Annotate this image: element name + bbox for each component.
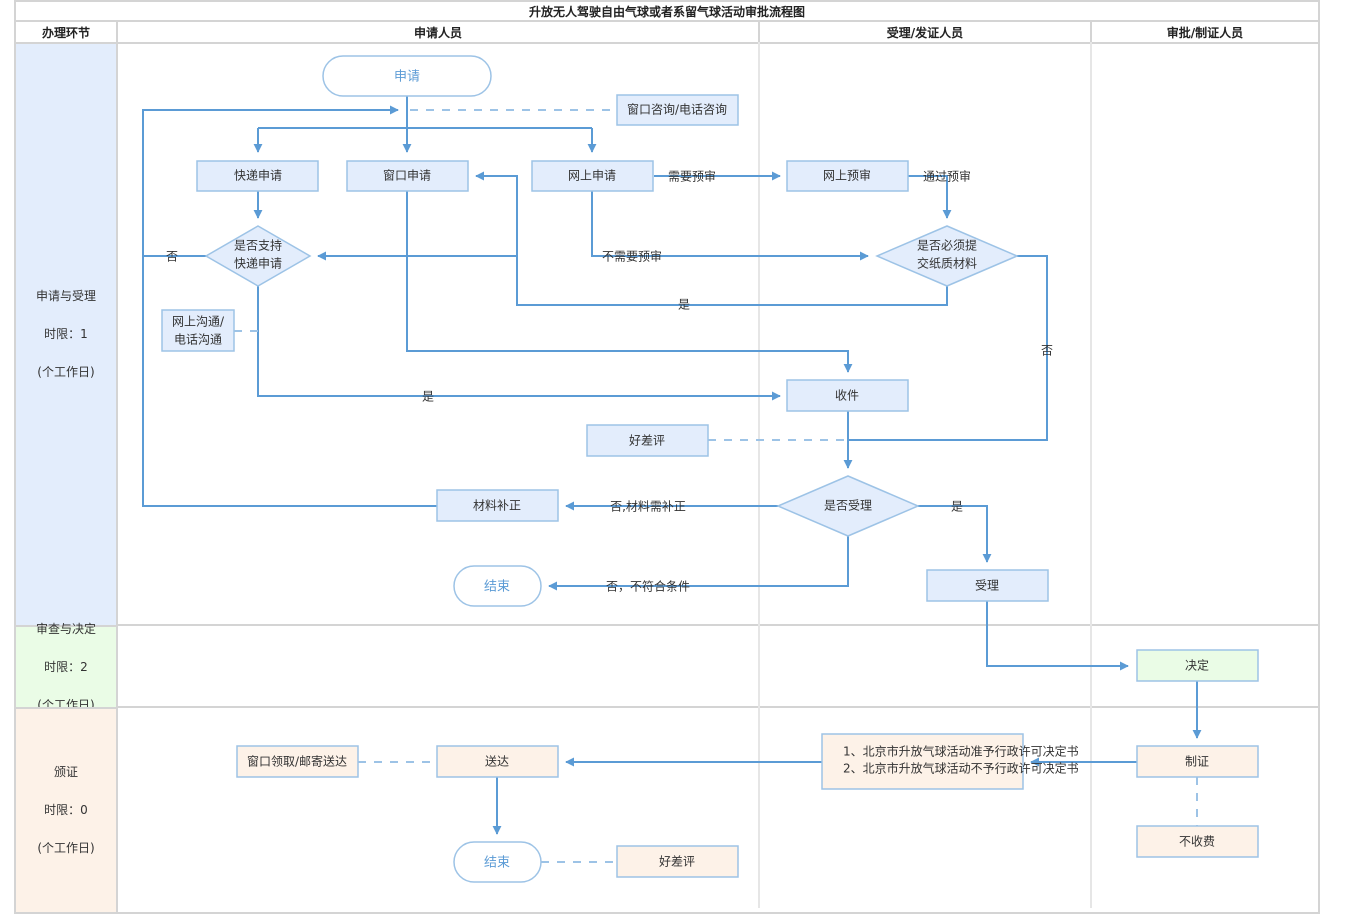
edge-label-supplement: 否,材料需补正 <box>610 500 686 514</box>
node-documents <box>821 733 1024 790</box>
node-accept <box>926 569 1049 602</box>
edge-label-paper-no: 否 <box>1041 344 1053 358</box>
node-rating2 <box>616 845 739 878</box>
node-deliver <box>436 745 559 778</box>
express-apply-label: 快递申请 <box>234 169 282 183</box>
edge-label-accept-yes: 是 <box>951 500 963 514</box>
node-supplement <box>436 489 559 522</box>
supplement-label: 材料补正 <box>473 499 521 513</box>
online-comm-line2: 电话沟通 <box>174 333 222 347</box>
window-apply-label: 窗口申请 <box>383 169 431 183</box>
edge-loopback <box>142 105 437 507</box>
express-supported-line2: 快递申请 <box>234 257 282 271</box>
lane-divider <box>116 706 1320 708</box>
stage-unit: (个工作日) <box>37 365 95 379</box>
receive-label: 收件 <box>835 389 859 403</box>
end-terminal-2 <box>453 841 542 883</box>
paper-required-line1: 是否必须提 <box>917 238 977 253</box>
decision-express-supported <box>204 225 312 287</box>
online-apply-label: 网上申请 <box>568 169 616 183</box>
online-precheck-label: 网上预审 <box>823 168 871 183</box>
node-express-apply <box>196 160 319 192</box>
node-decide <box>1136 649 1259 682</box>
make-cert-label: 制证 <box>1185 755 1209 769</box>
no-fee-label: 不收费 <box>1179 835 1215 849</box>
edge-accept-yes <box>918 505 992 563</box>
edge-window-to-receive <box>406 191 853 373</box>
edge-accept-to-decide <box>986 601 1129 671</box>
node-online-precheck <box>786 160 909 192</box>
lane-body-border <box>116 42 1320 914</box>
edge-label-express-yes: 是 <box>422 390 434 404</box>
edge-label-reject: 否，不符合条件 <box>606 579 690 594</box>
deliver-label: 送达 <box>485 754 509 769</box>
node-pickup <box>236 745 359 778</box>
stage-label-issue: 颁证 时限：0 (个工作日) <box>14 707 118 914</box>
node-window-apply <box>346 160 469 192</box>
pickup-label: 窗口领取/邮寄送达 <box>247 754 347 769</box>
node-consult <box>616 94 739 126</box>
start-label: 申请 <box>394 70 420 85</box>
paper-required-line2: 交纸质材料 <box>917 256 977 271</box>
node-rating1 <box>586 424 709 457</box>
rating1-label: 好差评 <box>629 434 665 448</box>
node-receive <box>786 379 909 412</box>
edge-label-no-precheck: 不需要预审 <box>602 249 662 264</box>
edge-paper-no <box>848 255 1048 441</box>
edge-precheck-to-paper <box>908 175 952 219</box>
node-online-comm <box>161 309 235 352</box>
stage-unit: (个工作日) <box>37 841 95 855</box>
stage-label-apply: 申请与受理 时限：1 (个工作日) <box>14 42 118 627</box>
lane-divider <box>116 624 1320 626</box>
decision-accept <box>776 475 920 537</box>
edge-label-pass-precheck: 通过预审 <box>923 169 971 184</box>
edge-online-no-precheck <box>591 191 869 261</box>
node-make-cert <box>1136 745 1259 778</box>
rating2-label: 好差评 <box>659 855 695 869</box>
end1-label: 结束 <box>484 580 510 595</box>
column-header-applicant: 申请人员 <box>116 20 760 44</box>
consult-label: 窗口咨询/电话咨询 <box>627 102 727 117</box>
stage-name: 颁证 <box>53 765 78 779</box>
stage-name: 审查与决定 <box>35 621 96 636</box>
accept-label: 受理 <box>975 579 999 593</box>
decision-paper-required <box>875 225 1019 287</box>
decide-label: 决定 <box>1185 658 1209 673</box>
edge-label-need-precheck: 需要预审 <box>668 169 716 184</box>
stage-limit: 时限：2 <box>44 659 88 674</box>
stage-name: 申请与受理 <box>35 289 96 303</box>
edge-reject <box>548 536 849 591</box>
end-terminal-1 <box>453 565 542 607</box>
end2-label: 结束 <box>484 856 510 871</box>
accept-decision-label: 是否受理 <box>824 499 872 513</box>
documents-line1: 1、北京市升放气球活动准予行政许可决定书 <box>843 744 1079 759</box>
stage-limit: 时限：1 <box>44 327 88 341</box>
edge-express-yes <box>257 286 781 401</box>
node-no-fee <box>1136 825 1259 858</box>
flowchart-frame: 升放无人驾驶自由气球或者系留气球活动审批流程图 办理环节 申请人员 受理/发证人… <box>14 0 1320 914</box>
online-comm-line1: 网上沟通/ <box>172 315 225 329</box>
edge-label-paper-yes: 是 <box>678 298 690 312</box>
start-terminal <box>322 55 492 97</box>
column-divider <box>758 42 760 908</box>
express-supported-line1: 是否支持 <box>234 238 282 253</box>
edge-paper-yes <box>475 171 948 306</box>
node-online-apply <box>531 160 654 192</box>
column-divider <box>1090 42 1092 908</box>
stage-limit: 时限：0 <box>44 803 88 817</box>
edge-label-express-no: 否 <box>166 250 178 264</box>
documents-line2: 2、北京市升放气球活动不予行政许可决定书 <box>843 761 1079 776</box>
